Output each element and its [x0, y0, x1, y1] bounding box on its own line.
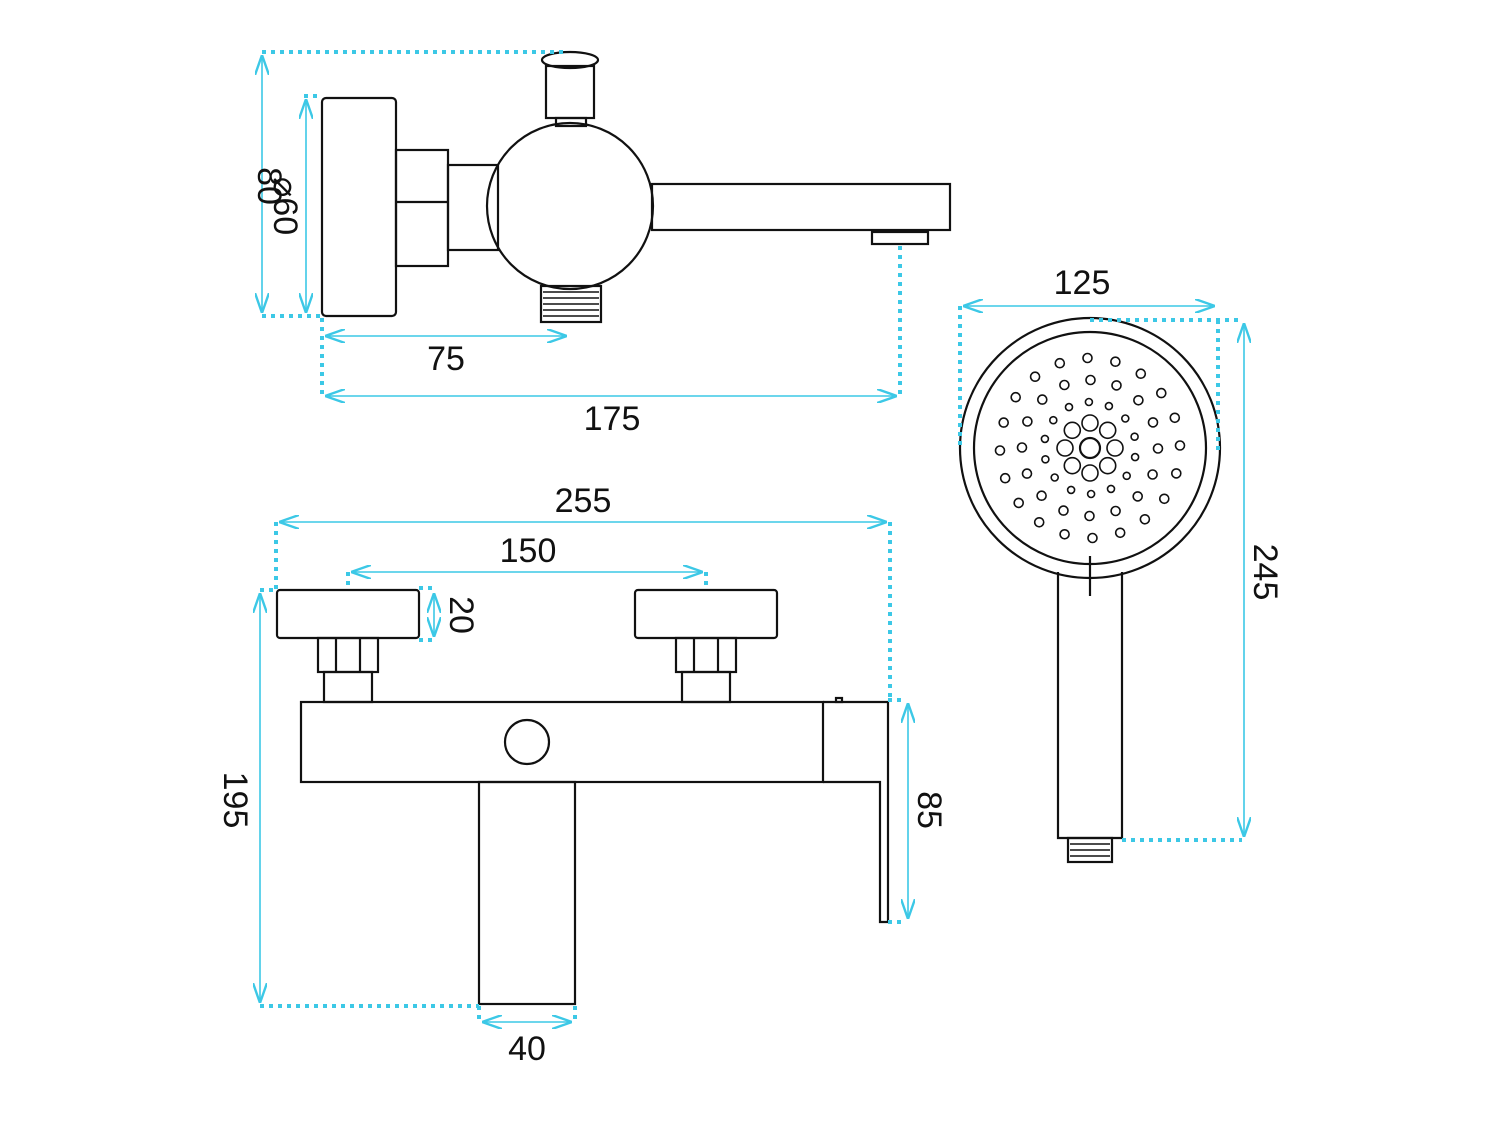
nozzle [1022, 416, 1033, 427]
nozzle [1130, 432, 1139, 442]
dimension-depth-75: 75 [320, 318, 566, 398]
nozzle [1054, 357, 1066, 369]
nozzle [1056, 439, 1074, 457]
nozzle [1037, 394, 1048, 405]
nozzle [1121, 414, 1130, 423]
dimension-head-125: 125 [958, 264, 1220, 450]
nozzle [1147, 417, 1159, 428]
nozzle [1036, 490, 1047, 502]
nozzle [1059, 379, 1070, 391]
nozzle [1152, 443, 1164, 454]
top-view: 80 ⌀60 75 175 [250, 50, 952, 438]
dimension-handle-spacing-150: 150 [346, 532, 708, 590]
dimension-label-40: 40 [508, 1030, 546, 1068]
nozzle [1110, 356, 1121, 368]
nozzle [1033, 516, 1045, 528]
dimension-lever-85: 85 [888, 698, 948, 924]
nozzle [1021, 468, 1033, 479]
dimension-length-245: 245 [1090, 318, 1284, 842]
nozzle [994, 445, 1006, 456]
dimension-width-255: 255 [274, 482, 892, 700]
dimension-label-195: 195 [216, 772, 254, 829]
nozzle [1098, 456, 1117, 475]
dimension-label-80: 80 [250, 167, 288, 205]
nozzle [1139, 513, 1151, 525]
nozzle [1082, 352, 1093, 364]
nozzle [1085, 374, 1096, 386]
dimension-label-175: 175 [584, 400, 641, 438]
nozzle [1114, 527, 1126, 539]
nozzle [1130, 452, 1140, 462]
nozzle [1049, 415, 1058, 425]
nozzle [999, 472, 1011, 484]
dimension-diameter-60: ⌀60 [266, 94, 322, 312]
nozzle [1013, 497, 1025, 509]
dimension-spout-175: 175 [326, 246, 902, 438]
nozzle [1133, 394, 1144, 406]
hand-shower-body [958, 316, 1222, 864]
nozzle [1174, 440, 1186, 451]
nozzle [1064, 402, 1074, 412]
nozzle [1098, 421, 1117, 440]
dimension-label-20: 20 [442, 596, 480, 634]
dimension-handle-height-20: 20 [419, 586, 480, 642]
dimension-outlet-40: 40 [477, 1006, 577, 1068]
nozzle [1147, 469, 1158, 480]
nozzle [1016, 442, 1028, 453]
nozzle [1029, 371, 1041, 383]
nozzle [1040, 434, 1050, 444]
dimension-label-245: 245 [1246, 544, 1284, 601]
nozzle [1111, 380, 1122, 391]
nozzle [1050, 473, 1059, 482]
nozzle [1106, 484, 1116, 494]
nozzle [1135, 368, 1147, 380]
nozzle [1104, 401, 1114, 411]
dimension-label-85: 85 [910, 791, 948, 829]
dimension-label-150: 150 [500, 532, 557, 570]
nozzle [1159, 493, 1170, 505]
nozzle [1169, 412, 1181, 424]
nozzle [1063, 421, 1082, 440]
hand-shower: 125 245 [958, 264, 1284, 864]
nozzle [1110, 505, 1121, 517]
front-view-body [275, 588, 890, 1006]
nozzle [1084, 397, 1094, 407]
nozzle [1106, 439, 1124, 457]
nozzle [1058, 505, 1069, 516]
nozzle [1081, 464, 1099, 482]
dimension-label-255: 255 [555, 482, 612, 520]
top-view-body [320, 50, 952, 324]
nozzle [1132, 491, 1143, 502]
dimension-height-80: 80 [250, 50, 568, 318]
nozzle [1010, 391, 1022, 403]
nozzle [1081, 414, 1099, 432]
front-view: 255 150 20 195 85 40 [216, 482, 948, 1068]
nozzle [1171, 468, 1182, 479]
shower-nozzles [994, 352, 1186, 544]
dimension-label-75: 75 [427, 340, 465, 378]
dimension-label-diameter-60: ⌀60 [266, 177, 304, 235]
dimension-height-195: 195 [216, 588, 479, 1008]
nozzle [1086, 489, 1096, 499]
nozzle [1041, 454, 1050, 464]
nozzle [1084, 510, 1095, 522]
nozzle [1156, 387, 1167, 399]
nozzle [1063, 456, 1082, 475]
nozzle [998, 417, 1010, 428]
nozzle [1066, 485, 1076, 495]
nozzle [1059, 528, 1070, 540]
dimension-label-125: 125 [1054, 264, 1111, 302]
nozzle [1087, 532, 1098, 544]
nozzle [1122, 471, 1131, 481]
